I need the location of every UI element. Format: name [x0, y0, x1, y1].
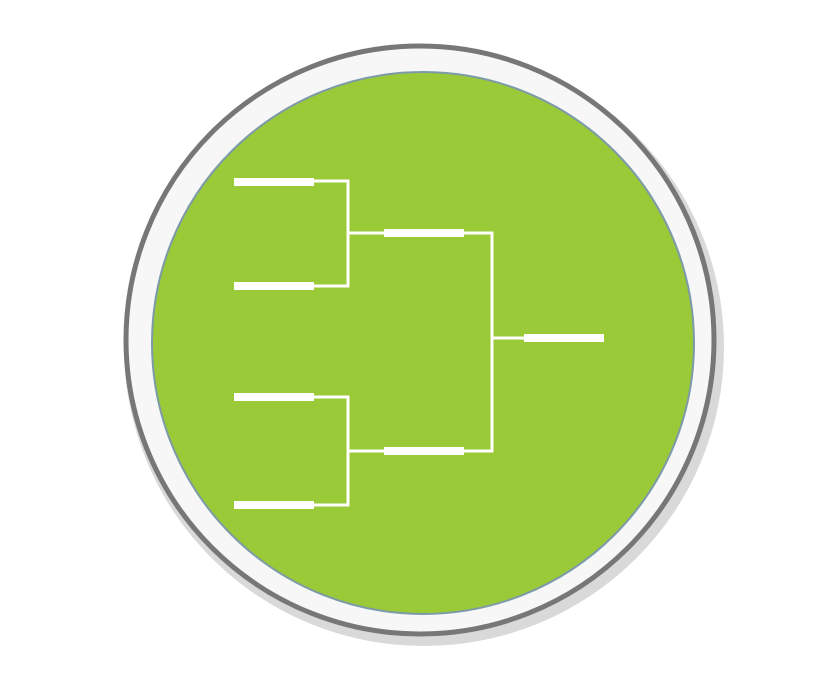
bracket-slot-r1-2	[234, 282, 314, 290]
bracket-slot-r2-1	[384, 229, 464, 237]
bracket-slot-final	[524, 334, 604, 342]
green-disc	[151, 71, 695, 615]
bracket-slot-r2-2	[384, 447, 464, 455]
bracket-connector-semi-pair	[462, 231, 494, 453]
bracket	[234, 178, 604, 509]
bracket-slots	[234, 178, 604, 509]
bracket-slot-r1-1	[234, 178, 314, 186]
bracket-slot-r1-3	[234, 393, 314, 401]
bracket-connectors	[310, 179, 526, 507]
bracket-slot-r1-4	[234, 501, 314, 509]
